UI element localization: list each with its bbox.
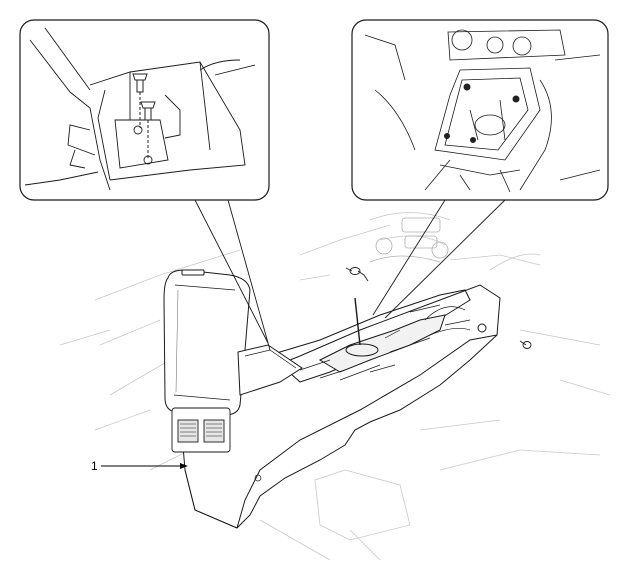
rear-dashboard-vents xyxy=(369,217,449,263)
background-floor-lines xyxy=(59,212,611,561)
inset-shifter-screw-1 xyxy=(463,83,471,91)
rear-air-vents xyxy=(171,407,231,453)
console-bolt-hole xyxy=(477,323,487,333)
console-top-rim xyxy=(269,289,471,383)
callout-arrowhead-1 xyxy=(180,463,188,469)
inset-pointer-lines xyxy=(194,199,506,351)
inset-armrest-screws xyxy=(19,19,270,201)
inset-screw-upper xyxy=(132,73,148,128)
console-screw-right xyxy=(519,340,532,349)
inset-shifter-screws xyxy=(351,19,609,201)
callout-label-1: 1 xyxy=(91,459,98,473)
console-screw-rear-left xyxy=(345,267,369,282)
inset-shifter-screw-3 xyxy=(444,133,450,139)
shifter-recess xyxy=(318,314,446,373)
inset-shifter-screw-2 xyxy=(512,95,520,103)
armrest-storage-box xyxy=(237,344,303,396)
shift-lever xyxy=(354,297,361,346)
shift-lever-base xyxy=(345,343,379,357)
inset-screw-lower xyxy=(140,101,156,158)
console-side-panel xyxy=(236,334,498,529)
callout-1: 1 xyxy=(91,459,188,473)
inset-shifter-screw-4 xyxy=(470,137,476,143)
armrest-lid xyxy=(163,269,303,416)
